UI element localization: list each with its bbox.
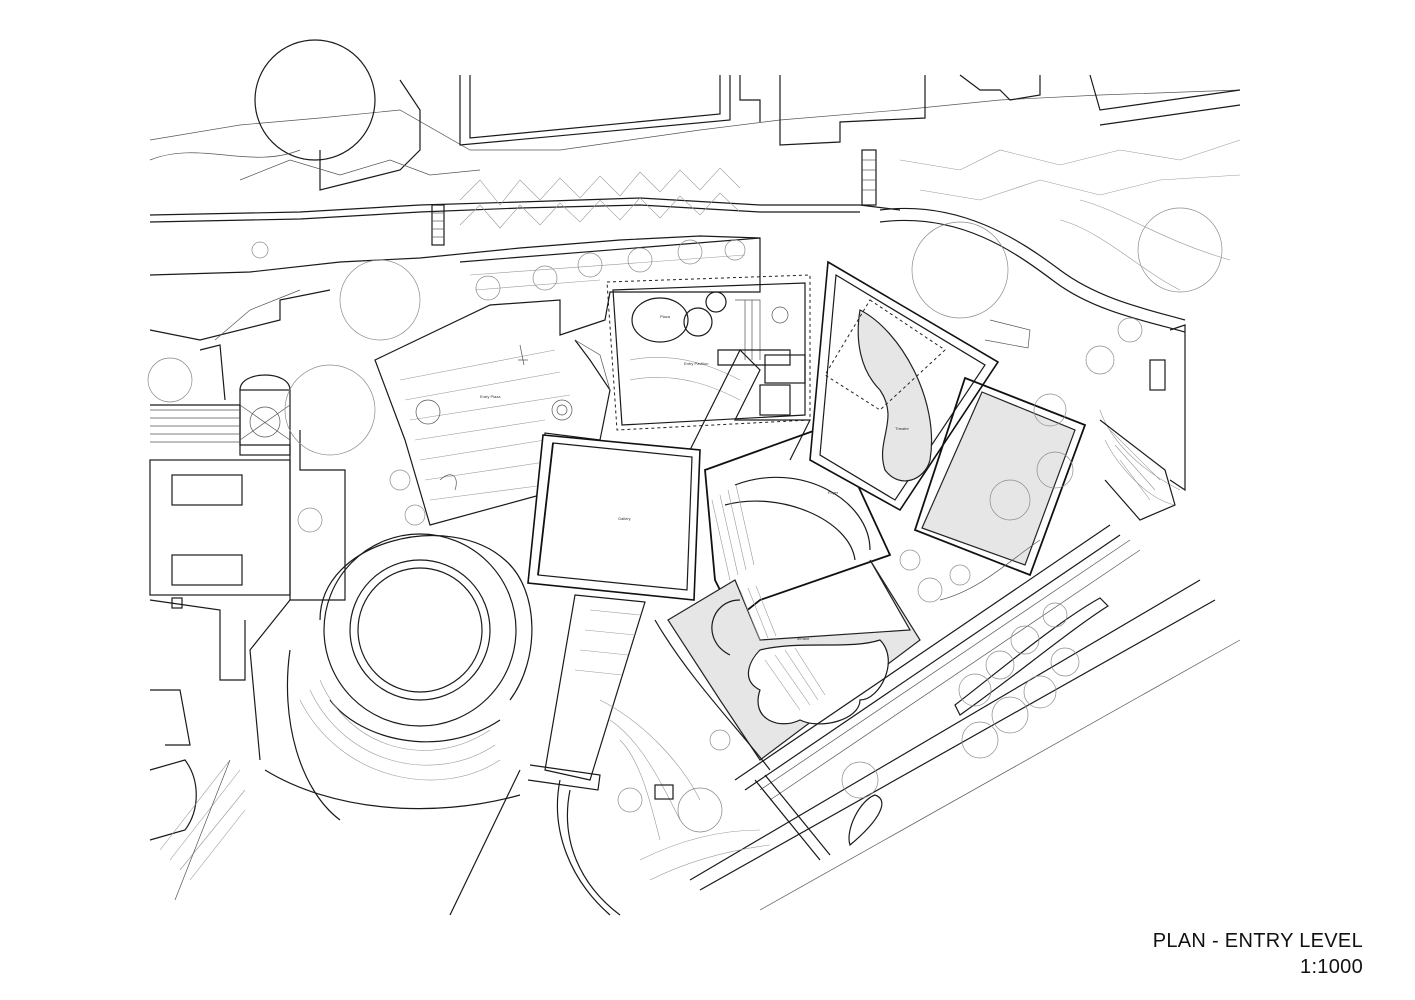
west-buildings	[149, 289, 346, 901]
south-landscape	[449, 539, 1041, 916]
railway-corridor	[689, 319, 1241, 911]
entry-pavilion-label: Entry Pavilion	[684, 361, 708, 366]
drawing-scale: 1:1000	[1300, 956, 1363, 978]
entry-pavilion	[606, 274, 811, 461]
drawing-title: PLAN - ENTRY LEVEL	[1152, 930, 1363, 952]
circular-ramp	[249, 533, 533, 821]
plaza-label: Plaza	[660, 314, 671, 319]
drawing-title-block: PLAN - ENTRY LEVEL 1:1000	[1153, 928, 1363, 980]
gallery-label: Gallery	[618, 516, 631, 521]
terrace-label: Terrace	[796, 636, 810, 641]
crosswalk-west	[431, 204, 445, 246]
theatre-block: Theatre	[809, 260, 1087, 577]
trees	[147, 239, 1143, 833]
theatre-label: Theatre	[895, 426, 910, 431]
gallery-box: Gallery	[527, 434, 701, 601]
crosswalk-east	[861, 149, 877, 206]
east-road	[879, 199, 1231, 333]
foyer-label: Foyer	[828, 490, 839, 495]
entry-plaza-label: Entry Plaza	[480, 394, 501, 399]
north-context	[149, 39, 1241, 276]
theatre-foyer: Foyer	[667, 423, 921, 761]
entry-plaza	[374, 237, 761, 526]
